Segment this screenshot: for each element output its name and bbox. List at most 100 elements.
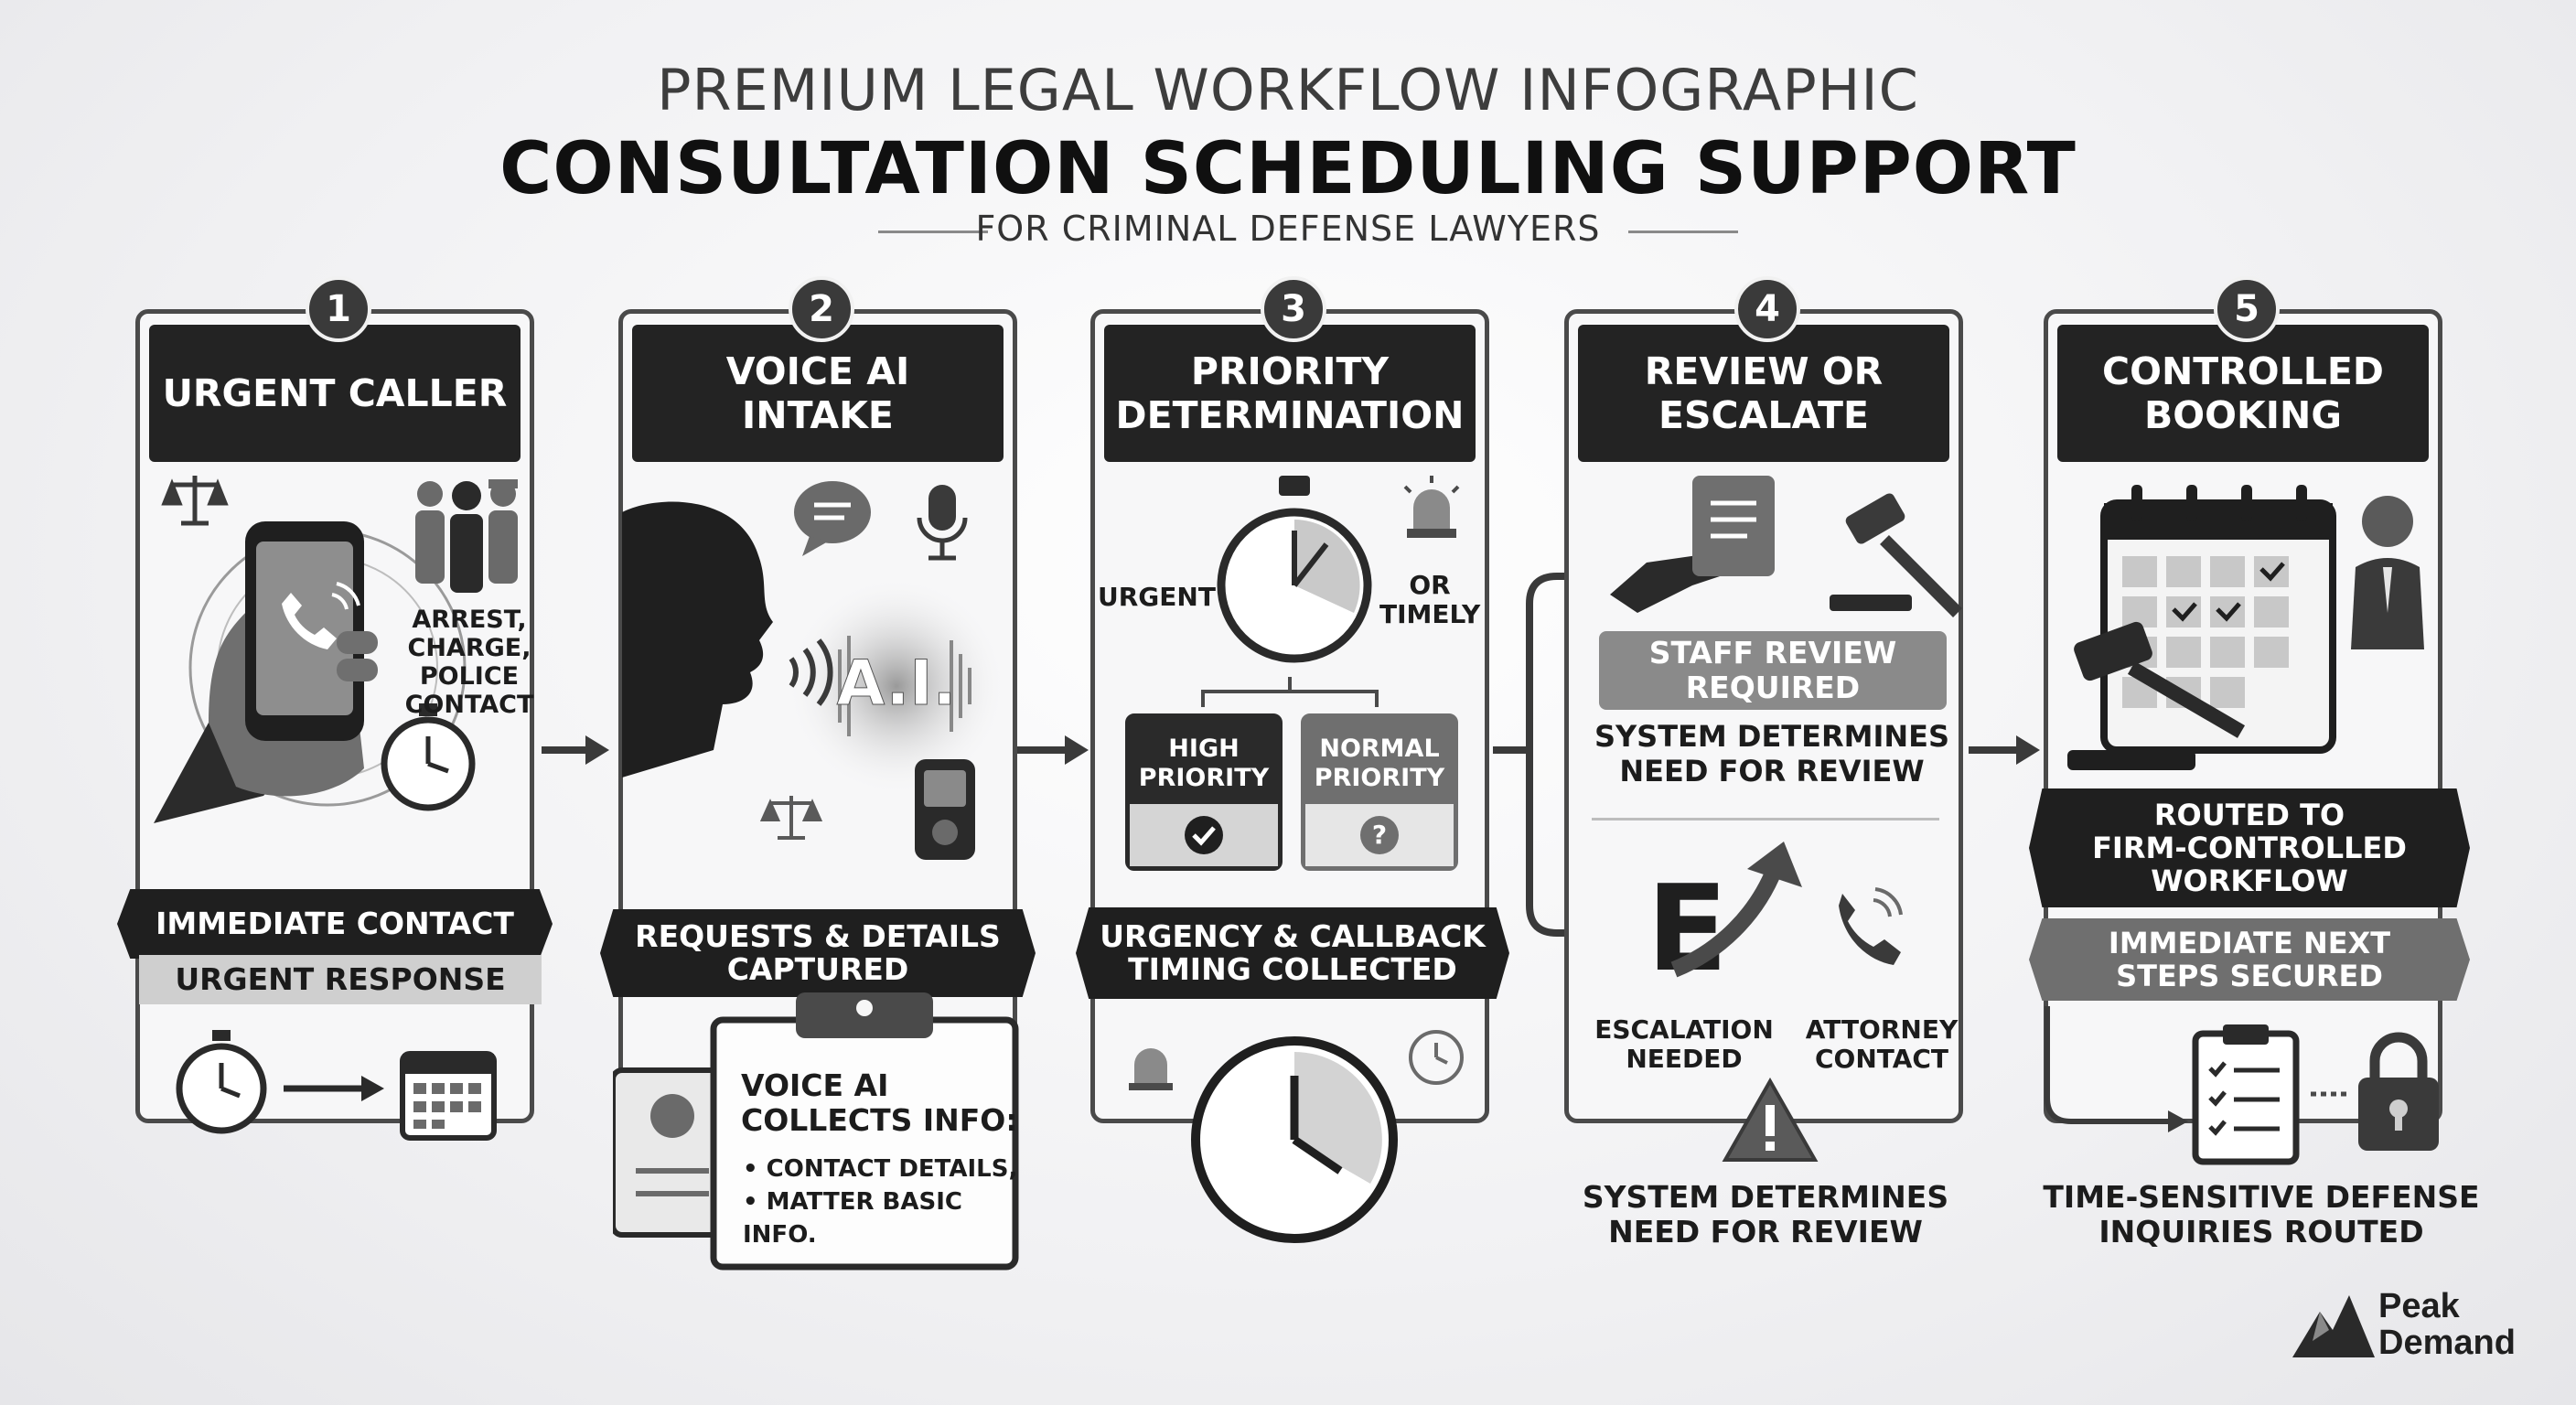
subtitle-rule-right — [1628, 231, 1738, 233]
escalation-line-1: ESCALATION — [1594, 1014, 1774, 1045]
step-5-title-line-1: CONTROLLED — [2102, 349, 2384, 393]
document-icon — [1692, 476, 1775, 576]
step-4-title-line-1: REVIEW OR — [1644, 349, 1884, 393]
step-4-footer: SYSTEM DETERMINES NEED FOR REVIEW — [1555, 1180, 1976, 1249]
calendar-icon — [2100, 485, 2336, 754]
step-5-banner-line-3: WORKFLOW — [2151, 863, 2348, 898]
clock-illustration — [1129, 1030, 1464, 1243]
priority-left-label: URGENT — [1098, 582, 1216, 612]
clipboard-items: • CONTACT DETAILS, • MATTER BASIC INFO. — [743, 1153, 1036, 1251]
secured-routing-illustration — [2045, 1006, 2439, 1165]
clock-icon — [1191, 1036, 1398, 1243]
attorney-line-1: ATTORNEY — [1805, 1014, 1959, 1045]
brand-line-1: Peak — [2378, 1287, 2460, 1325]
subtitle-rule-left — [878, 231, 988, 233]
clipboard-illustration — [613, 992, 1019, 1271]
stopwatch-icon — [176, 1030, 267, 1134]
attorney-line-2: CONTACT — [1814, 1044, 1949, 1074]
stopwatch-icon — [1217, 476, 1372, 663]
high-priority-line-1: HIGH — [1168, 735, 1240, 763]
phone-contact-icon — [1839, 887, 1903, 965]
panel-4-divider — [1592, 818, 1939, 820]
stopwatch-icon — [381, 703, 476, 811]
people-police-icon — [415, 479, 518, 593]
staff-review-line-2: REQUIRED — [1685, 670, 1861, 705]
priority-right-line-1: OR — [1409, 570, 1451, 600]
escalation-icon: E — [1647, 842, 1802, 997]
step-5-footer: TIME-SENSITIVE DEFENSE INQUIRIES ROUTED — [2033, 1180, 2490, 1249]
lock-icon — [2358, 1032, 2439, 1151]
alarm-siren-icon — [1403, 476, 1460, 538]
warning-icon — [1722, 1078, 1819, 1162]
infographic-kicker: PREMIUM LEGAL WORKFLOW INFOGRAPHIC — [657, 57, 1919, 123]
sound-wave-icon — [838, 636, 971, 736]
step-1-title: URGENT CALLER — [149, 325, 521, 462]
clipboard-item-matter: • MATTER BASIC INFO. — [743, 1188, 962, 1249]
step-3-number: 3 — [1261, 276, 1326, 342]
arrow-right-icon — [284, 1076, 384, 1101]
microphone-icon — [917, 485, 968, 561]
step-1-sub-banner: URGENT RESPONSE — [139, 955, 542, 1004]
clipboard-title: VOICE AI COLLECTS INFO: — [741, 1068, 1034, 1138]
step-5-sub-line-2: STEPS SECURED — [2116, 959, 2383, 993]
step-3-banner-line-2: TIMING COLLECTED — [1128, 951, 1457, 987]
infographic-subtitle: FOR CRIMINAL DEFENSE LAWYERS — [975, 209, 1601, 249]
step-5-footer-line-1: TIME-SENSITIVE DEFENSE — [2043, 1179, 2480, 1215]
scales-of-justice-icon — [161, 476, 229, 526]
peak-demand-logo-icon — [2292, 1295, 2375, 1357]
step-2-banner-line-1: REQUESTS & DETAILS — [635, 918, 1001, 954]
step-3-title-line-2: DETERMINATION — [1115, 393, 1465, 437]
gavel-icon — [2067, 621, 2246, 770]
step-1-banner: IMMEDIATE CONTACT — [117, 889, 553, 959]
review-text-line-1: SYSTEM DETERMINES — [1594, 719, 1950, 754]
step-5-sub-line-1: IMMEDIATE NEXT — [2108, 926, 2391, 960]
step-2-number: 2 — [789, 276, 854, 342]
calendar-icon — [400, 1051, 497, 1141]
routing-line — [2045, 1006, 2170, 1124]
clipboard-title-line-1: VOICE AI — [741, 1067, 889, 1103]
brand-line-2: Demand — [2378, 1324, 2516, 1362]
review-determination-text: SYSTEM DETERMINES NEED FOR REVIEW — [1575, 719, 1969, 788]
step-2-banner-line-2: CAPTURED — [726, 951, 909, 987]
flow-arrow-2-3 — [1017, 735, 1089, 765]
urgent-caller-illustration — [154, 476, 476, 823]
high-priority-line-2: PRIORITY — [1138, 764, 1270, 792]
step-4-footer-line-1: SYSTEM DETERMINES — [1582, 1179, 1949, 1215]
scales-of-justice-icon — [759, 796, 823, 840]
reason-arrest: ARREST, — [412, 606, 527, 634]
step-5-banner-line-2: FIRM-CONTROLLED — [2092, 831, 2407, 865]
review-text-line-2: NEED FOR REVIEW — [1619, 754, 1925, 788]
clipboard-title-line-2: COLLECTS INFO: — [741, 1102, 1018, 1138]
step-3-banner-line-1: URGENCY & CALLBACK — [1100, 918, 1486, 954]
brand-logo-text: Peak Demand — [2378, 1288, 2516, 1361]
checkmark-icon — [1130, 804, 1278, 866]
step-5-number: 5 — [2214, 276, 2280, 342]
reason-contact: CONTACT — [404, 691, 534, 719]
alarm-siren-icon — [1129, 1048, 1173, 1090]
booking-illustration — [2067, 485, 2424, 770]
gavel-icon — [1830, 493, 1962, 617]
step-1-reasons: ARREST, CHARGE, POLICE CONTACT — [401, 606, 538, 719]
svg-text:E: E — [1647, 859, 1728, 997]
attorney-contact-text: ATTORNEY CONTACT — [1795, 1015, 1969, 1074]
attorney-person-icon — [2351, 496, 2424, 649]
step-3-title-line-1: PRIORITY — [1190, 349, 1390, 393]
voice-recorder-icon — [915, 759, 975, 860]
escalation-needed-text: ESCALATION NEEDED — [1588, 1015, 1780, 1074]
brace-connector — [1201, 677, 1379, 707]
svg-text:?: ? — [1372, 820, 1387, 850]
step-2-title-line-1: VOICE AI — [725, 349, 910, 393]
step-5-banner-line-1: ROUTED TO — [2153, 798, 2345, 832]
question-icon: ? — [1305, 804, 1454, 866]
step-4-title-line-2: ESCALATE — [1658, 393, 1869, 437]
step-5-title-line-2: BOOKING — [2144, 393, 2342, 437]
